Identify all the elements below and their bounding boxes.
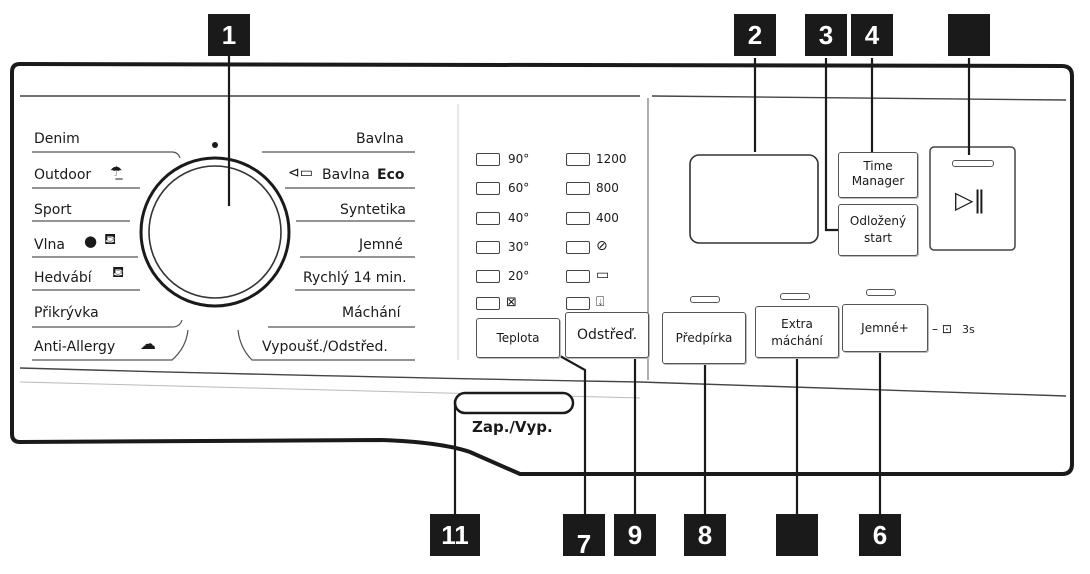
callout-5 xyxy=(948,14,990,56)
time-manager-line1: Time xyxy=(863,159,893,173)
temp-40-label: 40° xyxy=(508,211,530,225)
callout-9: 9 xyxy=(614,514,656,556)
program-syntetika: Syntetika xyxy=(340,202,406,218)
no-spin-icon: ⊘ xyxy=(596,238,608,254)
temp-led-20 xyxy=(476,270,500,283)
power-label: Zap./Vyp. xyxy=(472,418,553,436)
outdoor-icon: ☂̲ xyxy=(110,164,123,180)
temp-led-40 xyxy=(476,212,500,225)
odstred-button[interactable]: Odstřeď. xyxy=(565,312,649,358)
temp-led-30 xyxy=(476,241,500,254)
start-pause-icon[interactable]: ▷‖ xyxy=(955,186,986,214)
teplota-button[interactable]: Teplota xyxy=(476,318,560,358)
wool-icon: ● xyxy=(84,232,98,250)
callout-3: 3 xyxy=(805,14,847,56)
drain-icon: ⍗ xyxy=(596,294,605,310)
program-outdoor: Outdoor xyxy=(34,167,92,183)
callout-4: 4 xyxy=(851,14,893,56)
predpirka-indicator xyxy=(690,296,720,303)
extra-machani-line2: máchání xyxy=(771,334,823,348)
handwash-icon-2: ⛾ xyxy=(112,263,125,281)
program-jemne: Jemné xyxy=(359,237,403,253)
time-manager-line2: Manager xyxy=(851,174,905,188)
callout-2: 2 xyxy=(734,14,776,56)
rinse-hold-icon: ▭ xyxy=(596,267,610,283)
callout-1: 1 xyxy=(208,14,250,56)
time-manager-button[interactable]: Time Manager xyxy=(838,152,918,198)
program-denim: Denim xyxy=(34,131,80,147)
program-eco-suffix: Eco xyxy=(377,167,405,183)
temp-60-label: 60° xyxy=(508,181,530,195)
program-sport: Sport xyxy=(34,202,72,218)
spin-led-nospin xyxy=(566,241,590,254)
odlozeny-line2: start xyxy=(864,231,892,245)
handwash-icon: ⛾ xyxy=(104,230,117,248)
child-lock-icon: – ⊡ xyxy=(932,322,952,336)
spin-led-400 xyxy=(566,212,590,225)
cold-icon: ⊠ xyxy=(506,295,517,310)
program-bavlna: Bavlna xyxy=(356,131,404,147)
spin-800-label: 800 xyxy=(596,181,619,195)
program-anti-allergy: Anti-Allergy xyxy=(34,339,116,355)
spin-led-rinse-hold xyxy=(566,270,590,283)
callout-8: 8 xyxy=(684,514,726,556)
program-rychly: Rychlý 14 min. xyxy=(303,270,407,286)
jemne-plus-button[interactable]: Jemné+ xyxy=(842,304,928,352)
program-vypoust: Vypoušť./Odstřed. xyxy=(262,339,388,355)
allergy-icon: ☁ xyxy=(140,334,156,353)
start-pause-indicator xyxy=(952,160,994,167)
eco-icon: ⊲▭ xyxy=(288,165,313,181)
program-vlna: Vlna xyxy=(34,237,65,253)
lock-time-label: 3s xyxy=(962,323,975,336)
temp-30-label: 30° xyxy=(508,240,530,254)
temp-led-cold xyxy=(476,297,500,310)
spin-led-1200 xyxy=(566,153,590,166)
program-hedvabi: Hedvábí xyxy=(34,270,92,286)
program-bavlna-eco: Bavlna xyxy=(322,167,370,183)
temp-led-60 xyxy=(476,182,500,195)
predpirka-button[interactable]: Předpírka xyxy=(662,312,746,364)
spin-1200-label: 1200 xyxy=(596,152,627,166)
spin-led-drain xyxy=(566,297,590,310)
callout-11: 11 xyxy=(430,514,480,556)
program-prikryvka: Přikrývka xyxy=(34,305,99,321)
callout-6: 6 xyxy=(859,514,901,556)
temp-led-90 xyxy=(476,153,500,166)
odlozeny-line1: Odložený xyxy=(849,214,907,228)
spin-400-label: 400 xyxy=(596,211,619,225)
program-machani: Máchání xyxy=(342,305,401,321)
temp-90-label: 90° xyxy=(508,152,530,166)
extra-machani-line1: Extra xyxy=(781,317,813,331)
callout-10 xyxy=(776,514,818,556)
extra-machani-button[interactable]: Extra máchání xyxy=(755,306,839,358)
odlozeny-start-button[interactable]: Odložený start xyxy=(838,204,918,256)
spin-led-800 xyxy=(566,182,590,195)
extra-machani-indicator xyxy=(780,293,810,300)
callout-7: 7 xyxy=(563,514,605,559)
jemne-plus-indicator xyxy=(866,289,896,296)
temp-20-label: 20° xyxy=(508,269,530,283)
